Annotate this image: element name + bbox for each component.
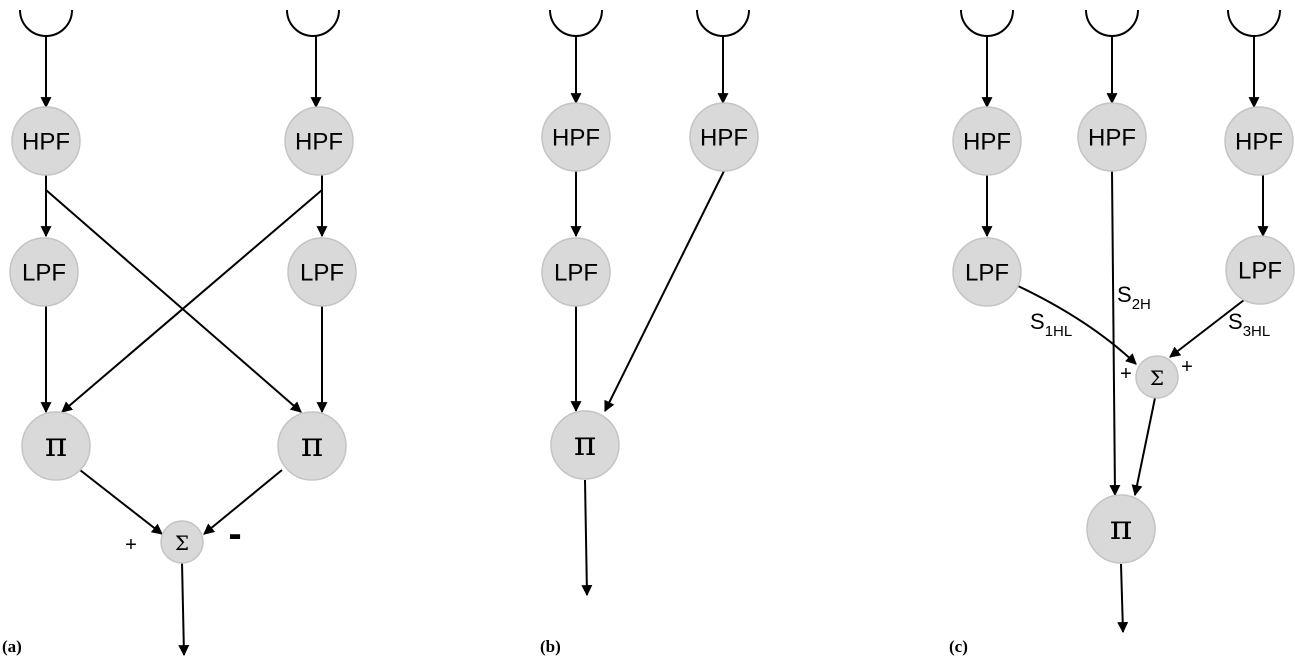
receptor-c2-icon — [1085, 9, 1139, 37]
node-label: HPF — [22, 129, 70, 156]
node-a-lpf1: LPF — [9, 237, 79, 307]
node-c-hpf1: HPF — [952, 106, 1022, 176]
node-a-pi2: π — [277, 411, 347, 481]
panel-a: HPF HPF LPF LPF π π Σ + - (a) — [2, 9, 357, 657]
node-label: π — [1110, 508, 1132, 548]
receptor-c3-icon — [1227, 9, 1281, 37]
receptor-b2-icon — [696, 9, 750, 37]
panel-c: HPF HPF HPF LPF LPF Σ π + + S1HL S2H — [949, 9, 1295, 656]
panel-b: HPF HPF LPF π (b) — [540, 9, 759, 656]
signal-label-s1hl: S1HL — [1030, 309, 1072, 340]
edge-a-hpf1-pi2 — [45, 189, 302, 413]
signal-label-s2h: S2H — [1117, 282, 1151, 313]
plus-sign-left: + — [1120, 363, 1132, 385]
signal-label-s3hl: S3HL — [1228, 309, 1270, 340]
node-c-lpf3: LPF — [1225, 235, 1295, 305]
node-a-sum: Σ — [160, 520, 204, 564]
node-label: HPF — [295, 129, 343, 156]
node-a-pi1: π — [21, 411, 91, 481]
node-label: π — [574, 424, 596, 464]
node-label: Σ — [1150, 366, 1164, 390]
edge-c-sum-pi — [1131, 397, 1156, 497]
node-label: LPF — [22, 260, 66, 287]
node-label: Σ — [175, 531, 189, 555]
node-a-lpf2: LPF — [287, 237, 357, 307]
node-label: LPF — [1238, 258, 1282, 285]
node-label: LPF — [965, 260, 1009, 287]
node-label: HPF — [1088, 125, 1136, 152]
edge-b-pi-out — [581, 479, 593, 597]
node-label: LPF — [554, 260, 598, 287]
edge-a-pi1-sum — [79, 469, 163, 535]
edge-a-pi2-sum — [203, 469, 283, 535]
edge-c-hpf2-pi — [1109, 170, 1121, 497]
edge-b-hpf2-pi — [604, 170, 725, 412]
edge-a-sum-out — [178, 561, 190, 657]
node-a-hpf1: HPF — [11, 106, 81, 176]
node-label: π — [301, 425, 323, 465]
edge-a-hpf2-pi1 — [61, 189, 323, 413]
plus-sign-right: + — [1181, 356, 1193, 378]
node-c-hpf2: HPF — [1077, 102, 1147, 172]
node-label: HPF — [963, 129, 1011, 156]
node-b-hpf1: HPF — [541, 102, 611, 172]
node-label: HPF — [700, 125, 748, 152]
node-c-pi: π — [1086, 494, 1156, 564]
edge-c-pi-out — [1117, 563, 1129, 634]
node-label: LPF — [300, 260, 344, 287]
edge-c-lpf1-sum — [1015, 284, 1137, 365]
edge-c-lpf3-sum — [1169, 299, 1245, 358]
panel-label-c: (c) — [949, 637, 968, 656]
node-b-hpf2: HPF — [689, 102, 759, 172]
node-label: HPF — [552, 125, 600, 152]
node-c-hpf3: HPF — [1224, 106, 1294, 176]
receptor-b1-icon — [549, 9, 603, 37]
plus-sign: + — [125, 534, 137, 556]
node-c-sum: Σ — [1135, 355, 1179, 399]
node-c-lpf1: LPF — [952, 237, 1022, 307]
node-label: π — [45, 425, 67, 465]
panel-label-a: (a) — [2, 637, 22, 656]
minus-sign: - — [228, 512, 241, 556]
panel-label-b: (b) — [540, 637, 561, 656]
node-a-hpf2: HPF — [284, 106, 354, 176]
receptor-a1-icon — [19, 9, 73, 37]
node-b-pi: π — [550, 410, 620, 480]
receptor-a2-icon — [286, 9, 340, 37]
node-b-lpf: LPF — [541, 237, 611, 307]
node-label: HPF — [1235, 129, 1283, 156]
receptor-c1-icon — [960, 9, 1014, 37]
